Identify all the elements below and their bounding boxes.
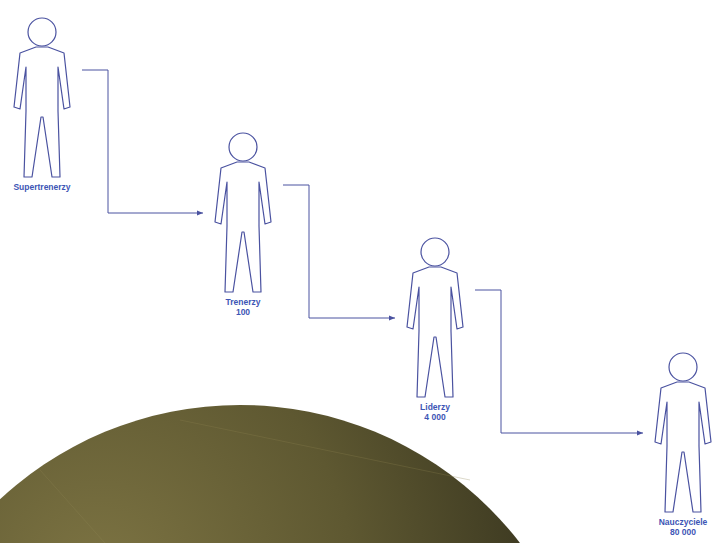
person-label: Trenerzy [203,297,283,307]
photo-line [40,470,120,543]
person-figure [395,235,475,402]
photo-circle [0,405,593,543]
figure-head [28,18,56,46]
person-figure [2,15,82,182]
person-node: Trenerzy100 [203,130,283,317]
figure-body [407,267,463,397]
person-label: 80 000 [643,527,723,537]
person-label: 100 [203,307,283,317]
connector-arrow [82,70,203,213]
person-figure [203,130,283,297]
photo-line [180,420,470,480]
person-label: Liderzy [395,402,475,412]
connector-arrow [475,290,643,433]
person-figure [643,350,723,517]
figure-body [215,162,271,292]
figure-body [14,47,70,177]
person-node: Supertrenerzy [2,15,82,192]
person-label: Nauczyciele [643,517,723,527]
person-node: Liderzy4 000 [395,235,475,422]
person-label: Supertrenerzy [2,182,82,192]
person-node: Nauczyciele80 000 [643,350,723,537]
figure-head [669,353,697,381]
person-label: 4 000 [395,412,475,422]
connector-arrow [283,185,395,318]
figure-head [229,133,257,161]
figure-head [421,238,449,266]
figure-body [655,382,711,512]
